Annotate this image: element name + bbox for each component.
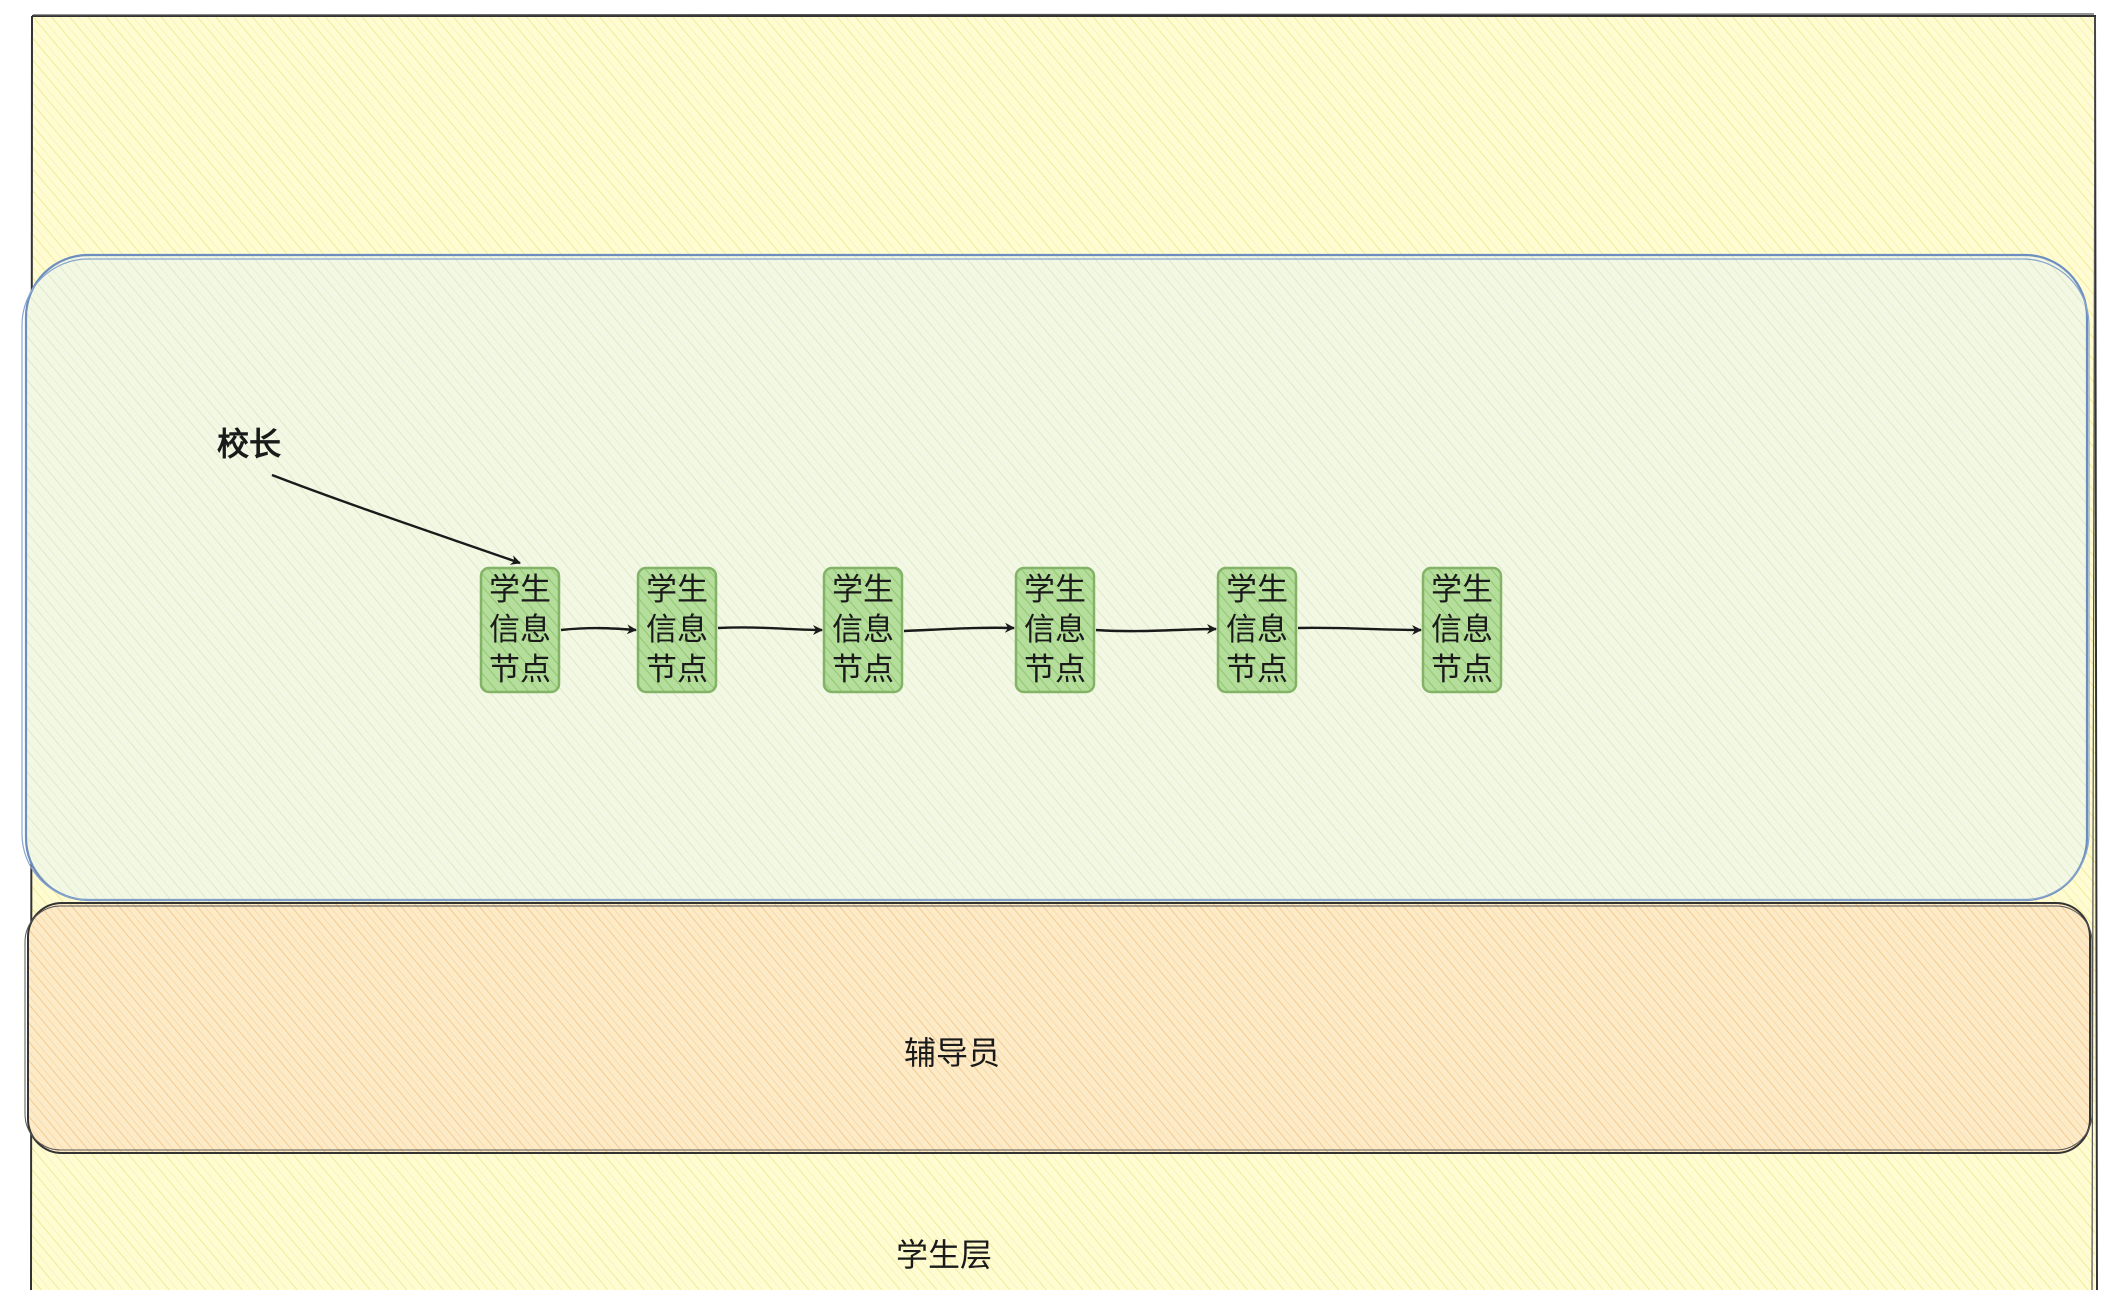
edge-3-4 [903, 622, 1015, 633]
node-6-line-1: 学生 [1431, 572, 1493, 608]
node-4-line-2: 信息 [1024, 612, 1086, 648]
node-3-line-2: 信息 [832, 612, 894, 648]
node-2: 学生 信息 节点 [636, 566, 718, 694]
node-6: 学生 信息 节点 [1421, 566, 1503, 694]
node-1: 学生 信息 节点 [479, 566, 561, 694]
node-5-line-2: 信息 [1226, 612, 1288, 648]
node-5-line-3: 节点 [1226, 652, 1288, 688]
node-2-line-2: 信息 [646, 612, 708, 648]
node-1-line-1: 学生 [489, 572, 551, 608]
node-5-line-1: 学生 [1226, 572, 1288, 608]
node-6-line-2: 信息 [1431, 612, 1493, 648]
node-3: 学生 信息 节点 [822, 566, 904, 694]
node-edges [560, 622, 1422, 635]
principal-label: 校长 [217, 425, 281, 463]
student-layer-label: 学生层 [896, 1236, 992, 1274]
node-4-line-3: 节点 [1024, 652, 1086, 688]
node-2-line-1: 学生 [646, 572, 708, 608]
node-1-line-2: 信息 [489, 612, 551, 648]
node-6-line-3: 节点 [1431, 652, 1493, 688]
node-4-line-1: 学生 [1024, 572, 1086, 608]
node-2-line-3: 节点 [646, 652, 708, 688]
node-4: 学生 信息 节点 [1014, 566, 1096, 694]
node-5: 学生 信息 节点 [1216, 566, 1298, 694]
edge-2-3 [717, 624, 823, 635]
counselor-layer [24, 902, 2093, 1154]
node-3-line-1: 学生 [832, 572, 894, 608]
edge-4-5 [1095, 624, 1217, 635]
edge-5-6 [1297, 624, 1422, 635]
counselor-layer-label: 辅导员 [904, 1034, 1000, 1072]
principal-arrow [271, 473, 521, 565]
node-1-line-3: 节点 [489, 652, 551, 688]
edge-1-2 [560, 624, 637, 635]
node-3-line-3: 节点 [832, 652, 894, 688]
